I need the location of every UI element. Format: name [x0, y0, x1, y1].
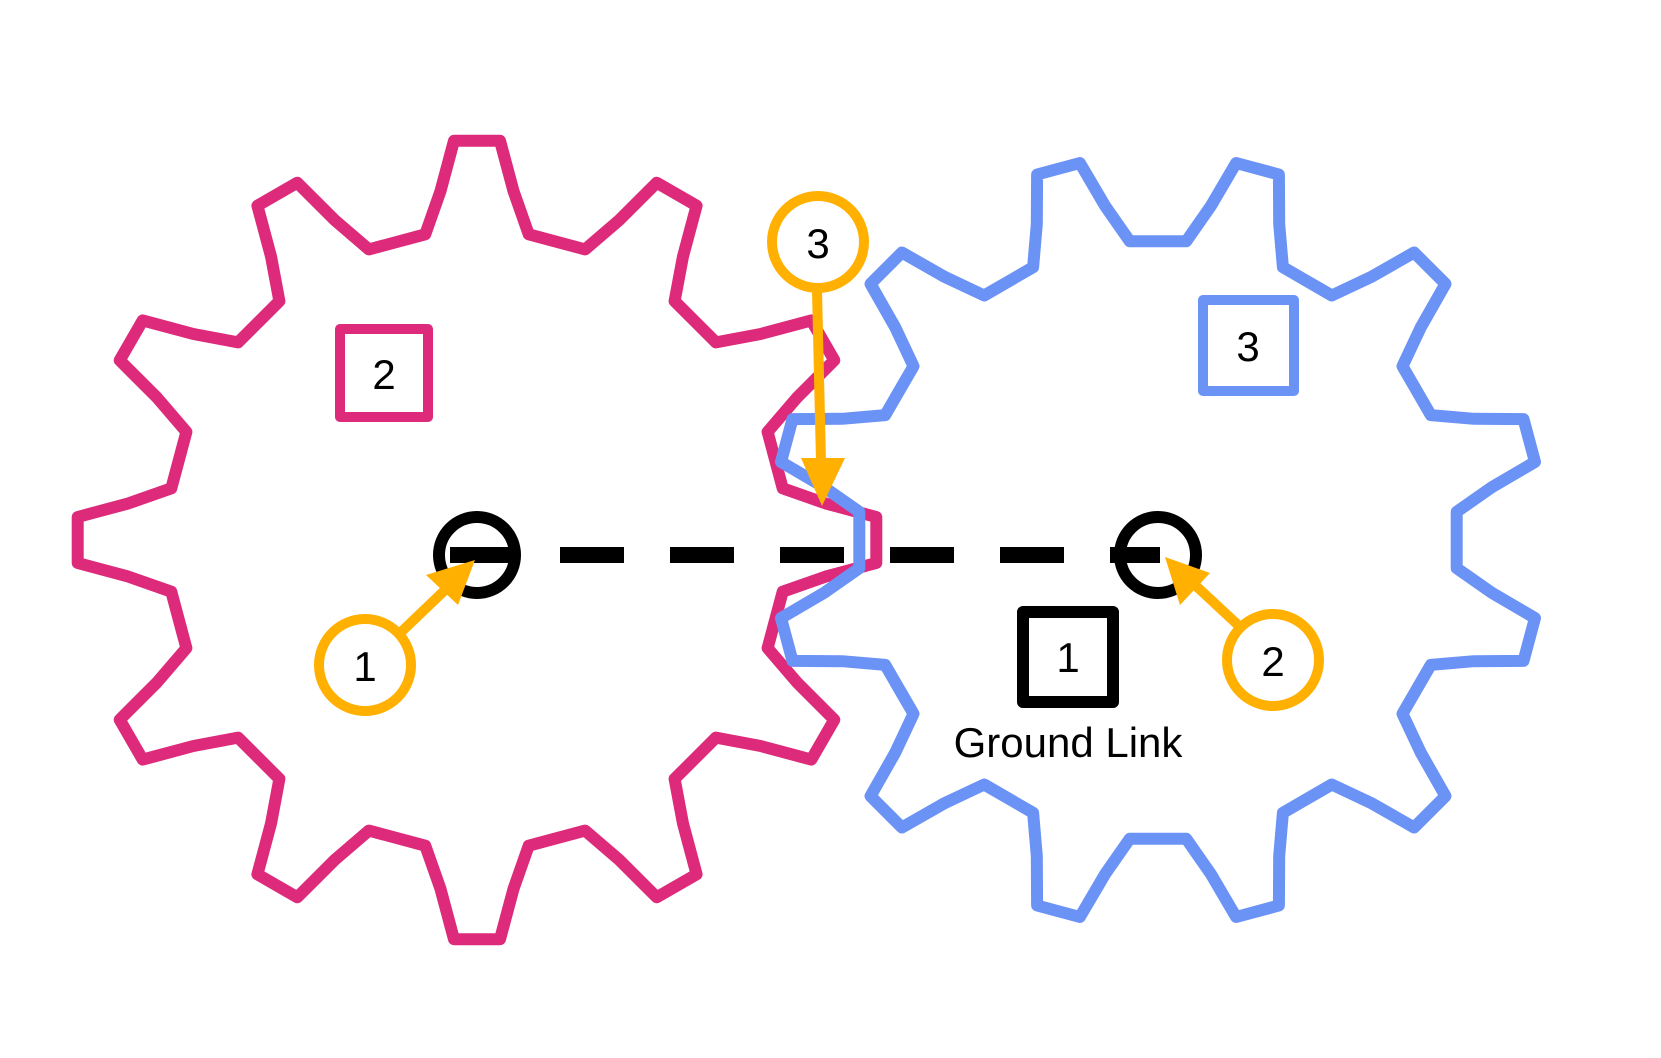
joint-3-label: 3	[806, 220, 829, 267]
link-2-label-box: 2	[335, 324, 433, 422]
gear-3-outline	[775, 157, 1541, 923]
joint-1-marker: 1	[314, 560, 475, 716]
gear-2-outline	[71, 134, 883, 946]
ground-link-label-box: 1 Ground Link	[954, 606, 1184, 766]
link-3-label: 3	[1236, 323, 1259, 370]
gear-3-pivot	[1114, 511, 1202, 599]
ground-link-caption: Ground Link	[954, 719, 1184, 766]
joint-1-label: 1	[353, 643, 376, 690]
link-3-label-box: 3	[1198, 295, 1299, 396]
gear-2-pivot	[433, 511, 521, 599]
joint-3-marker: 3	[767, 191, 869, 506]
ground-link-number: 1	[1056, 634, 1079, 681]
joint-2-label: 2	[1261, 638, 1284, 685]
joint-2-marker: 2	[1165, 557, 1324, 711]
link-2-label: 2	[372, 351, 395, 398]
